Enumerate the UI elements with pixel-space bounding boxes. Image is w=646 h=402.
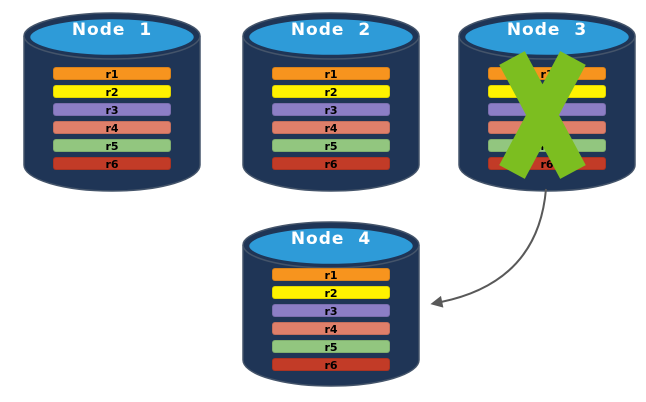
node-title: Node 4 — [290, 229, 372, 249]
data-row-r2: r2 — [53, 85, 171, 99]
data-row-r1: r1 — [272, 268, 390, 282]
data-row-r3: r3 — [272, 103, 390, 117]
row-stack: r1 r2 r3 r4 r5 r6 — [53, 67, 171, 171]
row-stack: r1 r2 r3 r4 r5 r6 — [272, 268, 390, 372]
cylinder-top — [246, 225, 416, 267]
cylinder-top — [462, 16, 632, 58]
node-1: Node 1 r1 r2 r3 r4 r5 r6 — [22, 7, 202, 193]
data-row-r3: r3 — [53, 103, 171, 117]
data-row-r5: r5 — [272, 139, 390, 153]
arrow-curve — [430, 188, 547, 308]
data-row-r2: r2 — [272, 85, 390, 99]
data-row-r5: r5 — [53, 139, 171, 153]
replication-arrow — [430, 188, 547, 308]
cylinder-top — [27, 16, 197, 58]
failure-x-icon — [499, 51, 586, 179]
data-row-r6: r6 — [53, 157, 171, 171]
cylinder-top — [246, 16, 416, 58]
node-title: Node 3 — [506, 20, 588, 40]
data-row-r4: r4 — [272, 121, 390, 135]
data-row-r4: r4 — [53, 121, 171, 135]
data-row-r3: r3 — [272, 304, 390, 318]
data-row-r1: r1 — [272, 67, 390, 81]
data-row-r6: r6 — [272, 157, 390, 171]
data-row-r6: r6 — [272, 358, 390, 372]
row-stack: r1 r2 r3 r4 r5 r6 — [272, 67, 390, 171]
node-2: Node 2 r1 r2 r3 r4 r5 r6 — [241, 7, 421, 193]
data-row-r4: r4 — [272, 322, 390, 336]
x-stroke — [499, 51, 586, 179]
data-row-r5: r5 — [272, 340, 390, 354]
node-title: Node 1 — [71, 20, 153, 40]
node-title: Node 2 — [290, 20, 372, 40]
data-row-r2: r2 — [272, 286, 390, 300]
data-row-r1: r1 — [53, 67, 171, 81]
node-4: Node 4 r1 r2 r3 r4 r5 r6 — [241, 216, 421, 388]
node-3: Node 3 r1 r2 r3 r4 r5 r6 — [457, 7, 637, 193]
